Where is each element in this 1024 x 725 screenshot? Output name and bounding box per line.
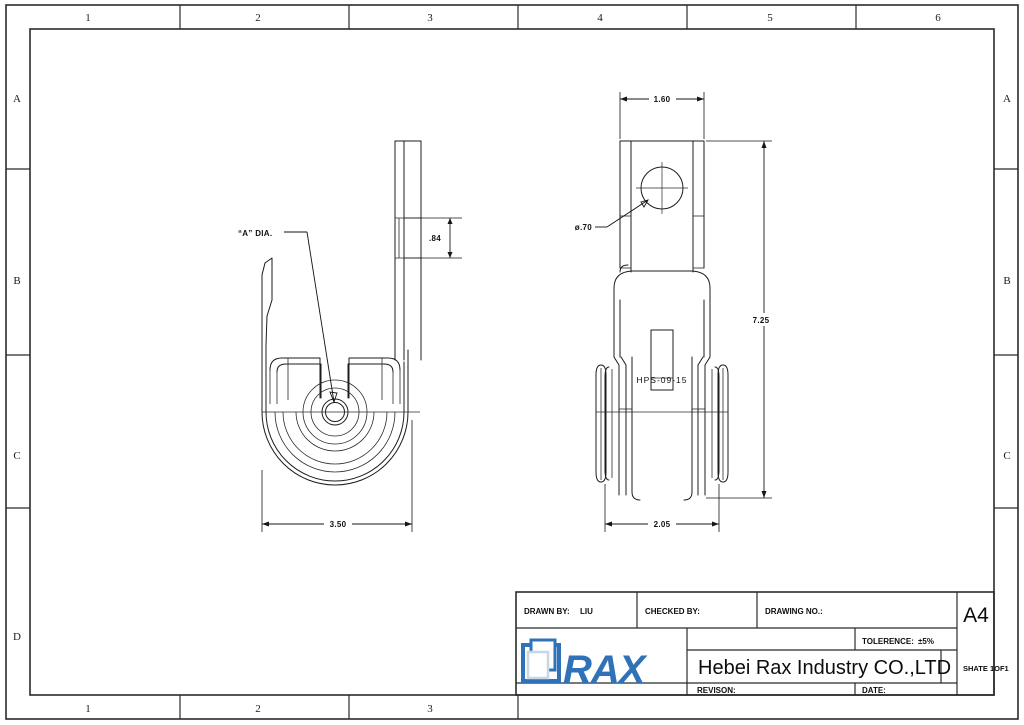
side-view-body [261, 140, 422, 486]
tolerance-label: TOLERENCE: [862, 637, 914, 646]
side-view-thickness-dim [404, 217, 462, 259]
zone-left-a: A [13, 93, 21, 105]
front-view-hole-value: ø.70 [575, 223, 592, 232]
zone-left-b: B [13, 275, 20, 287]
company-name: Hebei Rax Industry CO.,LTD [698, 657, 951, 679]
zone-right-c: C [1003, 450, 1010, 462]
zone-bottom-3: 3 [427, 703, 433, 715]
tolerance-value: ±5% [918, 637, 934, 646]
side-view-a-dia-label: “A” DIA. [238, 229, 272, 238]
rax-logo-mark-icon [521, 638, 561, 683]
sheet-count: SHATE 1OF1 [963, 664, 1009, 673]
front-view-bottom-width-value: 2.05 [654, 520, 671, 529]
zone-top-1: 1 [85, 12, 91, 24]
sheet-size-value: A4 [963, 604, 989, 627]
zone-left-d: D [13, 631, 21, 643]
side-view-width-dim [261, 420, 413, 532]
front-view-height-value: 7.25 [753, 316, 770, 325]
front-view-body [595, 140, 729, 501]
side-view-a-dia-leader [284, 231, 338, 404]
checked-by-label: CHECKED BY: [645, 607, 700, 616]
date-label: DATE: [862, 686, 886, 695]
zone-bottom-1: 1 [85, 703, 91, 715]
zone-top-2: 2 [255, 12, 261, 24]
zone-top-6: 6 [935, 12, 941, 24]
zone-top-4: 4 [597, 12, 603, 24]
rax-logo-text: RAX [563, 648, 648, 692]
revision-label: REVISON: [697, 686, 736, 695]
front-view-bottom-width-dim [604, 484, 720, 532]
front-view-top-width-dim [619, 92, 705, 139]
front-view-height-dim [706, 140, 777, 499]
zone-top-5: 5 [767, 12, 773, 24]
side-view-width-value: 3.50 [330, 520, 347, 529]
zone-left-c: C [13, 450, 20, 462]
zone-top-3: 3 [427, 12, 433, 24]
front-view-part-number: HPS-09-15 [636, 375, 687, 385]
front-view-hole-leader [595, 199, 649, 228]
drawn-by-value[interactable]: LIU [580, 607, 593, 616]
zone-right-b: B [1003, 275, 1010, 287]
drawn-by-label: DRAWN BY: [524, 607, 570, 616]
zone-bottom-2: 2 [255, 703, 261, 715]
drawing-no-label: DRAWING NO.: [765, 607, 823, 616]
side-view-thickness-value: .84 [429, 234, 441, 243]
zone-right-a: A [1003, 93, 1011, 105]
front-view-top-width-value: 1.60 [654, 95, 671, 104]
